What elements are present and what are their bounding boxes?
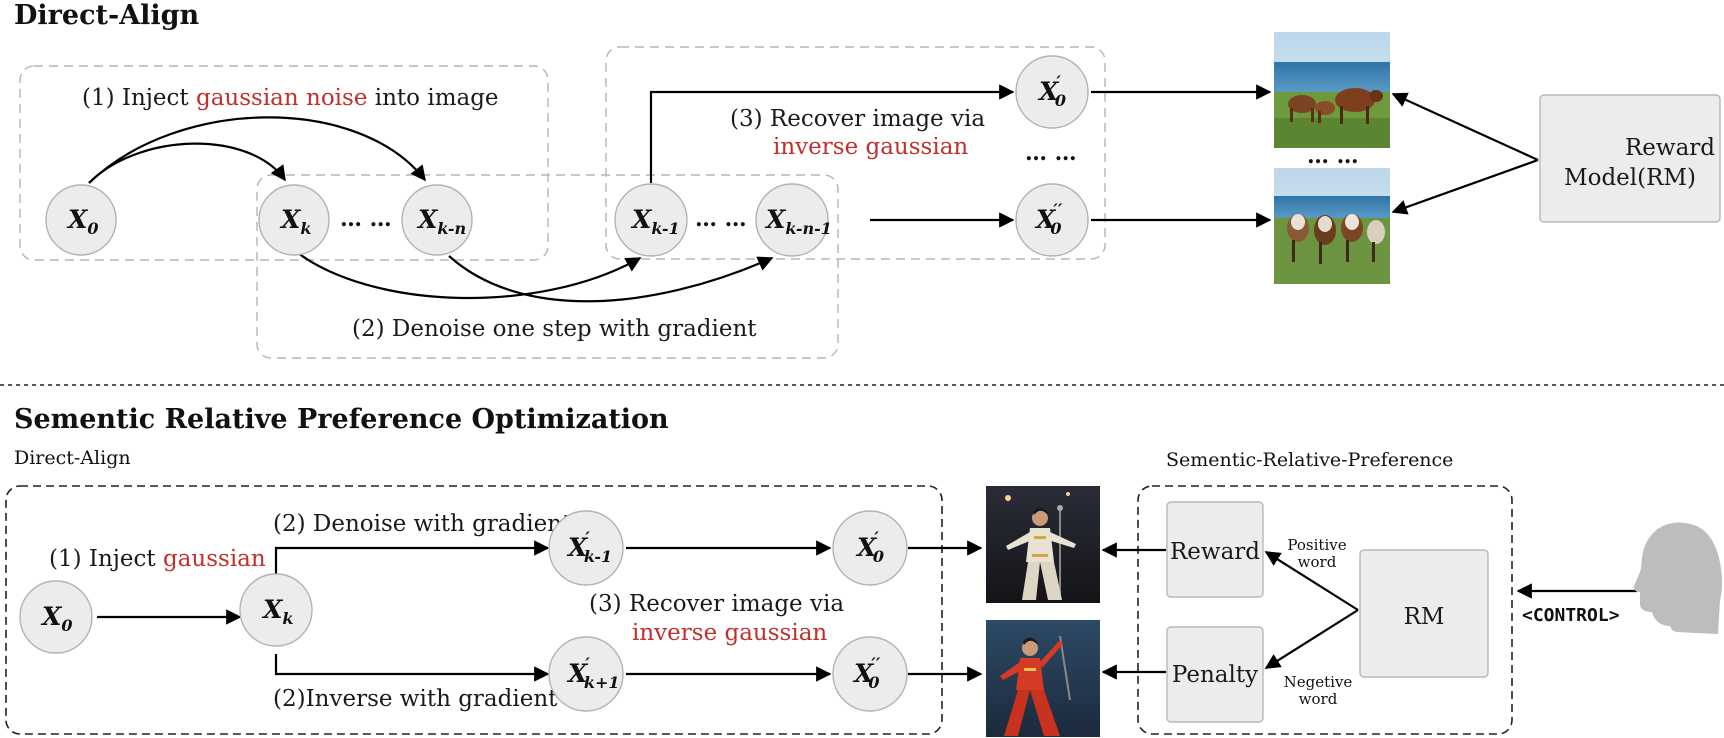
svg-text:X′′0: X′′0: [1034, 201, 1063, 238]
svg-text:RM: RM: [1404, 604, 1445, 630]
top-ellipsis-3: … …: [1025, 140, 1077, 166]
positive-word-label: Positive: [1287, 536, 1346, 554]
bottom-title: Sementic Relative Preference Optimizatio…: [14, 404, 669, 435]
arrow-b-xk-to-xkm1: [274, 540, 550, 580]
bottom-step3-highlight: inverse gaussian: [632, 620, 827, 646]
svg-text:X0: X0: [40, 602, 73, 635]
denoise-group: [256, 174, 839, 359]
svg-text:Reward: Reward: [1170, 539, 1260, 565]
positive-word-label-2: word: [1298, 553, 1337, 571]
inject-noise-group: [19, 65, 549, 261]
top-step3-label: (3) Recover image via: [730, 106, 985, 132]
node-x0-prime: X′0: [1015, 55, 1089, 129]
recover-group: [605, 46, 1106, 260]
svg-text:Xk-n: Xk-n: [416, 205, 466, 238]
bottom-step2b-label: (2)Inverse with gradient: [273, 686, 558, 712]
node-xk-minus-1: Xk-1: [614, 183, 688, 257]
top-step1-label: (1) Inject gaussian noise into image: [82, 85, 499, 111]
node-b-x0: X0: [19, 580, 93, 654]
svg-text:Xk: Xk: [279, 205, 312, 238]
negative-word-label: Negetive: [1284, 673, 1353, 691]
svg-text:X′k-1: X′k-1: [566, 529, 612, 566]
performer-image-2: [986, 620, 1100, 737]
arrow-xk1-to-x0prime: [649, 84, 1015, 183]
arrow-xk-to-xk1: [293, 249, 642, 300]
node-xkn-minus-1: Xk-n-1: [755, 183, 832, 257]
arrow-b-xk-to-xkp1: [274, 654, 550, 682]
node-b-x0-prime: X′0: [832, 510, 908, 586]
control-token: <CONTROL>: [1522, 605, 1620, 626]
arrow-x0-to-xkn: [88, 116, 426, 184]
cow-image-1: [1274, 32, 1390, 148]
node-x0: X0: [45, 184, 117, 256]
bottom-step3-label: (3) Recover image via: [589, 591, 844, 617]
node-b-xk-plus-1: X′k+1: [548, 636, 624, 712]
svg-text:X′k+1: X′k+1: [566, 655, 620, 692]
arrow-rm-to-penalty: [1264, 609, 1359, 669]
bottom-step2a-label: (2) Denoise with gradient: [273, 511, 572, 537]
reward-model-box: Reward Model(RM): [1539, 94, 1721, 223]
node-xkn: Xk-n: [401, 184, 473, 256]
arrow-rm-to-reward: [1264, 551, 1359, 611]
svg-text:Model(RM): Model(RM): [1564, 165, 1696, 191]
svg-text:X0: X0: [66, 205, 99, 238]
node-b-xk-minus-1: X′k-1: [548, 510, 624, 586]
srp-group: [1137, 485, 1513, 735]
bottom-step1-label: (1) Inject gaussian: [49, 546, 266, 572]
svg-text:Xk: Xk: [261, 595, 294, 628]
cow-image-2: [1274, 168, 1390, 284]
penalty-box: Penalty: [1166, 626, 1264, 723]
top-title: Direct-Align: [14, 0, 200, 31]
svg-text:Penalty: Penalty: [1172, 662, 1258, 688]
direct-align-group: [5, 485, 943, 735]
svg-text:X′0: X′0: [1037, 73, 1066, 110]
top-ellipsis-2: … …: [695, 206, 747, 232]
reward-box: Reward: [1166, 501, 1264, 598]
image-ellipsis: … …: [1307, 143, 1359, 169]
node-xk: Xk: [258, 184, 330, 256]
arrow-rm-to-image1: [1391, 92, 1539, 162]
arrow-x0-to-xk: [88, 142, 286, 184]
svg-text:Reward: Reward: [1625, 135, 1715, 161]
node-b-x0-doubleprime: X′′0: [832, 636, 908, 712]
performer-image-1: [986, 486, 1100, 603]
arrow-rm-to-image2: [1391, 158, 1539, 215]
rm-box: RM: [1359, 549, 1489, 678]
node-x0-doubleprime: X′′0: [1015, 183, 1089, 257]
negative-word-label-2: word: [1299, 690, 1338, 708]
bottom-left-label: Direct-Align: [14, 447, 131, 469]
top-step2-label: (2) Denoise one step with gradient: [352, 316, 757, 342]
svg-text:Xk-n-1: Xk-n-1: [764, 205, 832, 238]
node-b-xk: Xk: [239, 573, 313, 647]
svg-text:X′′0: X′′0: [852, 655, 881, 692]
bottom-right-label: Sementic-Relative-Preference: [1166, 449, 1453, 471]
head-silhouette-icon: [1633, 522, 1722, 634]
arrow-xkn-to-xkn1: [448, 255, 774, 303]
svg-text:X′0: X′0: [855, 529, 884, 566]
top-ellipsis-1: … …: [340, 206, 392, 232]
svg-text:Xk-1: Xk-1: [630, 205, 680, 238]
top-step3-highlight: inverse gaussian: [773, 134, 968, 160]
